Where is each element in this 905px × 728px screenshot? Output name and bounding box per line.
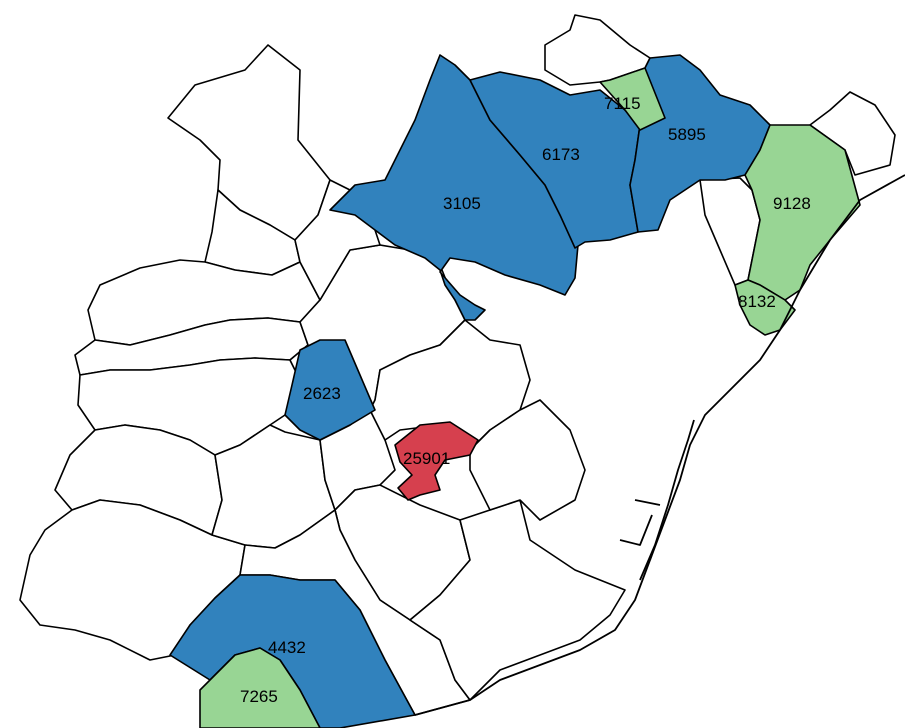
unlabeled-districts <box>19 14 896 716</box>
district-25901 <box>394 421 479 501</box>
district-label-3105: 3105 <box>443 194 481 213</box>
district-nw-far <box>167 44 331 241</box>
coastline <box>414 174 905 716</box>
district-label-8132: 8132 <box>738 292 776 311</box>
district-label-6173: 6173 <box>542 145 580 164</box>
port-breakwater <box>619 419 695 581</box>
district-label-2623: 2623 <box>303 384 341 403</box>
district-2623 <box>284 339 376 441</box>
district-3105 <box>329 54 579 321</box>
district-label-7115: 7115 <box>604 94 641 113</box>
district-label-9128: 9128 <box>773 194 811 213</box>
district-east-mid <box>469 399 586 521</box>
district-label-7265: 7265 <box>240 687 278 706</box>
district-7115 <box>599 67 666 131</box>
district-label-5895: 5895 <box>668 125 706 144</box>
district-7265 <box>199 647 321 728</box>
district-labels: 3105 6173 5895 7115 9128 8132 2623 25901 4432 726… <box>240 94 811 706</box>
district-8132 <box>734 279 796 336</box>
highlighted-districts <box>169 54 861 728</box>
district-label-4432: 4432 <box>268 638 306 657</box>
district-label-25901: 25901 <box>403 449 450 468</box>
district-9128 <box>744 124 861 301</box>
district-ne-corner <box>809 91 896 176</box>
district-center-east <box>409 499 626 701</box>
coast-line <box>414 174 905 716</box>
